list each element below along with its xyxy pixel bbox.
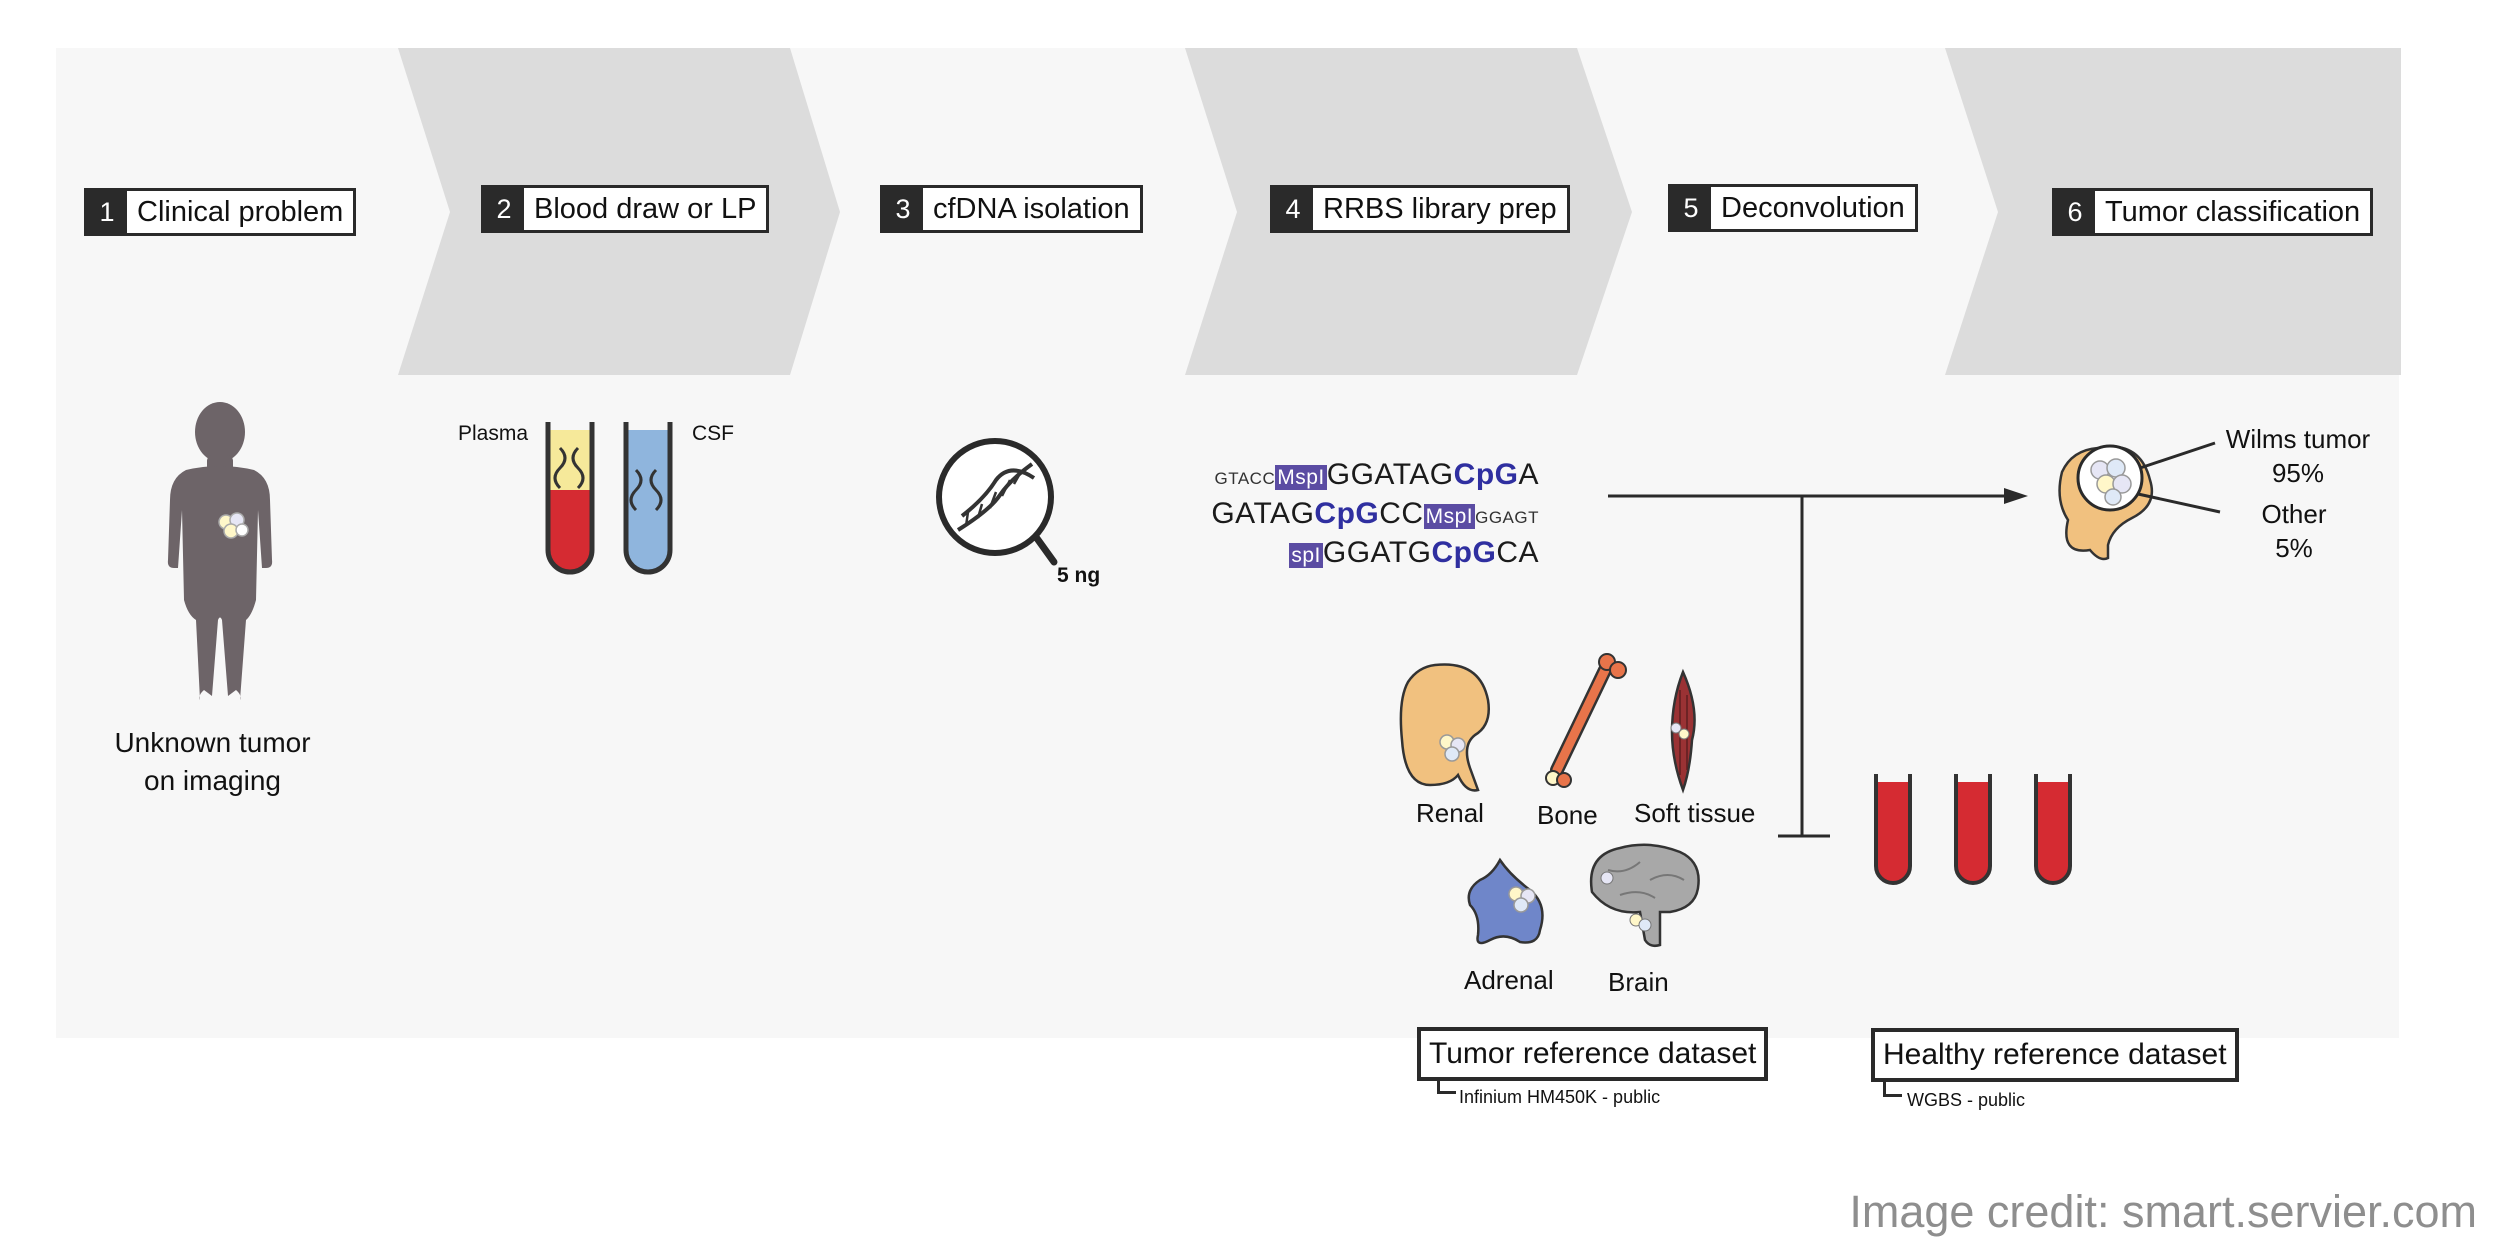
step-title: Clinical problem bbox=[137, 195, 344, 228]
result-label-2: Other bbox=[2261, 499, 2327, 529]
step-title: Blood draw or LP bbox=[534, 192, 757, 225]
step-number: 6 bbox=[2055, 191, 2095, 233]
enzyme-site: MspI bbox=[1423, 504, 1476, 529]
image-credit: Image credit: smart.servier.com bbox=[1849, 1186, 2477, 1237]
cfdna-amount: 5 ng bbox=[1057, 564, 1101, 587]
patient-caption: Unknown tumor on imaging bbox=[90, 724, 335, 800]
step-2-label: 2 Blood draw or LP bbox=[481, 185, 770, 233]
result-label-1: Wilms tumor bbox=[2225, 424, 2371, 454]
tissue-bone-label: Bone bbox=[1537, 800, 1598, 830]
enzyme-site: spI bbox=[1289, 543, 1323, 568]
csf-label: CSF bbox=[692, 422, 734, 445]
seq-part: GGATAG bbox=[1326, 458, 1454, 491]
step-title: cfDNA isolation bbox=[933, 192, 1130, 225]
step-number: 5 bbox=[1671, 187, 1711, 229]
plasma-tube-icon bbox=[545, 422, 595, 575]
sequence-line-3: spIGGATGCpGCA bbox=[1289, 536, 1539, 570]
healthy-blood-tubes-icon bbox=[1874, 774, 2072, 885]
result-wilms: Wilms tumor 95% bbox=[2222, 422, 2374, 490]
tumor-dataset-bracket bbox=[1437, 1077, 1456, 1094]
sequence-line-1: GTACCMspIGGATAGCpGA bbox=[1214, 458, 1539, 492]
step-number: 4 bbox=[1273, 188, 1313, 230]
muscle-icon bbox=[1670, 668, 1696, 794]
healthy-dataset-source: WGBS - public bbox=[1907, 1090, 2026, 1110]
renal-kidney-icon bbox=[1399, 663, 1490, 792]
tumor-reference-dataset: Tumor reference dataset bbox=[1417, 1027, 1769, 1081]
seq-prefix: GTACC bbox=[1214, 469, 1276, 488]
healthy-dataset-bracket bbox=[1883, 1080, 1902, 1097]
seq-part: GATAG bbox=[1211, 497, 1315, 530]
tissue-adrenal-label: Adrenal bbox=[1464, 965, 1554, 995]
cpg-site: CpG bbox=[1431, 536, 1497, 569]
seq-suffix: GGAGT bbox=[1475, 508, 1539, 527]
result-kidney-icon bbox=[2058, 441, 2221, 561]
step-title: Deconvolution bbox=[1721, 191, 1905, 224]
magnifier-dna-icon bbox=[936, 438, 1058, 566]
healthy-reference-dataset: Healthy reference dataset bbox=[1871, 1028, 2239, 1082]
brain-icon bbox=[1589, 843, 1700, 948]
plasma-label: Plasma bbox=[458, 422, 529, 445]
step-6-label: 6 Tumor classification bbox=[2052, 188, 2374, 236]
tumor-dataset-source: Infinium HM450K - public bbox=[1459, 1087, 1661, 1107]
arrowhead-icon bbox=[2004, 488, 2028, 504]
step-4-label: 4 RRBS library prep bbox=[1270, 185, 1570, 233]
step-title: Tumor classification bbox=[2105, 195, 2361, 228]
patient-caption-line1: Unknown tumor bbox=[114, 727, 311, 758]
patient-caption-line2: on imaging bbox=[144, 765, 281, 796]
tissue-soft-tissue-label: Soft tissue bbox=[1634, 798, 1756, 828]
cpg-site: CpG bbox=[1314, 497, 1380, 530]
seq-part: GGATG bbox=[1322, 536, 1432, 569]
step-number: 1 bbox=[87, 191, 127, 233]
result-value-2: 5% bbox=[2275, 533, 2313, 563]
step-number: 2 bbox=[484, 188, 524, 230]
seq-part: CA bbox=[1496, 536, 1539, 569]
step-5-label: 5 Deconvolution bbox=[1668, 184, 1918, 232]
csf-tube-icon bbox=[623, 422, 673, 575]
adrenal-icon bbox=[1467, 857, 1544, 945]
tissue-renal-label: Renal bbox=[1416, 798, 1484, 828]
child-silhouette-icon bbox=[167, 402, 273, 700]
cpg-site: CpG bbox=[1453, 458, 1519, 491]
tissue-brain-label: Brain bbox=[1608, 967, 1669, 997]
step-3-label: 3 cfDNA isolation bbox=[880, 185, 1143, 233]
result-other: Other 5% bbox=[2228, 497, 2360, 565]
step-title: RRBS library prep bbox=[1323, 192, 1557, 225]
bone-icon bbox=[1545, 653, 1627, 788]
seq-part: A bbox=[1518, 458, 1539, 491]
tumor-cluster-icon bbox=[218, 512, 249, 539]
result-value-1: 95% bbox=[2271, 458, 2325, 488]
seq-part: CC bbox=[1379, 497, 1424, 530]
step-number: 3 bbox=[883, 188, 923, 230]
enzyme-site: MspI bbox=[1275, 465, 1327, 490]
step-1-label: 1 Clinical problem bbox=[84, 188, 357, 236]
